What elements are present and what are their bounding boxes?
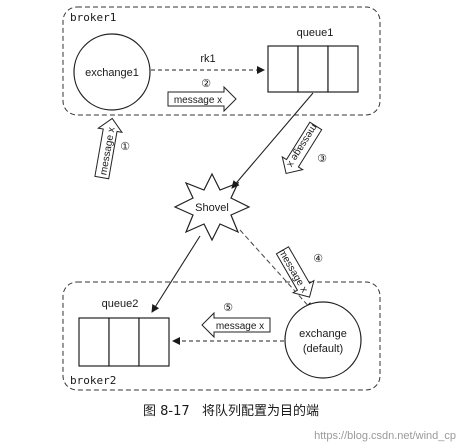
step-1-marker: ① [120, 141, 130, 153]
step-2-marker: ② [201, 78, 211, 90]
shovel-to-exchange-default-arrow [239, 229, 313, 311]
svg-text:message x: message x [216, 321, 264, 332]
svg-text:(default): (default) [303, 343, 343, 355]
exchange-default-node: exchange (default) [284, 301, 362, 379]
broker1-container [62, 6, 381, 116]
broker1-label: broker1 [70, 11, 116, 24]
shovel-node: Shovel [173, 172, 251, 242]
figure-caption: 图 8-17 将队列配置为目的端 [0, 400, 462, 419]
message-2-arrow: message x ② [167, 78, 237, 113]
step-5-marker: ⑤ [223, 302, 233, 314]
exchange1-node: exchange1 [73, 33, 151, 111]
broker2-label: broker2 [70, 374, 116, 387]
shovel-label: Shovel [195, 202, 229, 214]
shovel-to-queue2-arrow [151, 235, 201, 313]
queue1-node: queue1 [267, 27, 359, 93]
queue2-node: queue2 [78, 298, 170, 367]
broker2-container [62, 281, 381, 391]
watermark-url: https://blog.csdn.net/wind_cp [314, 430, 456, 442]
step-4-marker: ④ [313, 253, 323, 265]
figure-title: 将队列配置为目的端 [202, 404, 320, 419]
exchange1-label: exchange1 [85, 67, 139, 79]
queue2-label: queue2 [102, 298, 139, 310]
message-5-arrow: message x ⑤ [201, 302, 271, 339]
figure-number: 图 8-17 [142, 404, 190, 419]
step-3-marker: ③ [317, 153, 327, 165]
svg-text:message x: message x [174, 95, 222, 106]
message-1-arrow: message x [94, 117, 124, 180]
queue1-to-shovel-arrow [231, 92, 314, 189]
svg-text:exchange: exchange [299, 328, 347, 340]
rk1-label: rk1 [200, 53, 215, 65]
queue1-label: queue1 [297, 27, 334, 39]
